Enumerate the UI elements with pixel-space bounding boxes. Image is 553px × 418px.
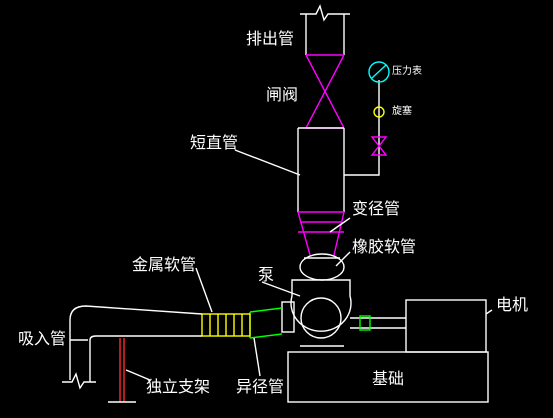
label-short-straight-pipe: 短直管 xyxy=(190,133,239,152)
outlet-pipe xyxy=(300,4,350,55)
short-straight-pipe xyxy=(297,127,345,212)
motor xyxy=(350,299,487,353)
gate-valve xyxy=(305,54,345,129)
label-metal-hose: 金属软管 xyxy=(132,255,197,274)
label-motor: 电机 xyxy=(496,295,529,314)
independent-support xyxy=(119,338,125,402)
label-pump: 泵 xyxy=(258,265,275,284)
label-suction-pipe: 吸入管 xyxy=(18,329,67,348)
label-gauge-valve: 旋塞 xyxy=(392,106,412,117)
label-rubber-hose: 橡胶软管 xyxy=(352,237,417,256)
label-reducer: 变径管 xyxy=(352,199,401,218)
foundation xyxy=(287,351,489,403)
eccentric-reducer xyxy=(249,307,283,339)
label-eccentric-reducer: 异径管 xyxy=(236,377,285,396)
label-gate-valve: 闸阀 xyxy=(266,85,299,104)
suction-pipe xyxy=(62,305,203,390)
reducer-pipe xyxy=(297,211,345,256)
rubber-hose xyxy=(299,253,345,281)
label-foundation: 基础 xyxy=(372,369,405,388)
label-outlet-pipe: 排出管 xyxy=(246,29,295,48)
metal-hose xyxy=(201,313,251,337)
pump xyxy=(281,279,352,347)
leader-lines xyxy=(70,149,493,381)
label-independent-support: 独立支架 xyxy=(146,377,211,396)
label-pressure-gauge: 压力表 xyxy=(392,66,422,77)
gauge-branch xyxy=(344,61,390,176)
